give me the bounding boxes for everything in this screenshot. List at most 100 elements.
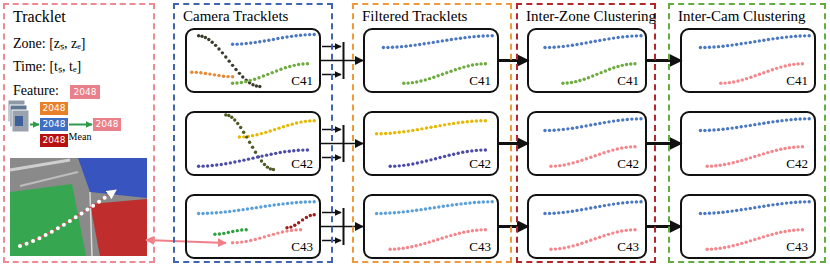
- tracklet-dot: [744, 124, 747, 127]
- tracklet-dot: [589, 239, 592, 242]
- label-text: Mean: [69, 131, 92, 143]
- tracklet-dot: [224, 210, 227, 213]
- tracklet-dot: [260, 154, 263, 157]
- tracklet-dot: [207, 38, 210, 41]
- stage-panel: Inter-Cam ClusteringC41C42C43: [668, 3, 826, 263]
- tracklet-dot: [256, 155, 259, 158]
- tracklet-dot: [251, 134, 254, 137]
- tracklet-dot: [263, 235, 266, 238]
- tracklet-dot: [766, 70, 769, 73]
- tracklet-dot: [580, 208, 583, 211]
- tracklet-dot: [237, 209, 240, 212]
- camera-box: C42: [185, 111, 321, 176]
- tracklet-dot: [204, 72, 207, 75]
- tracklet-dot: [762, 235, 765, 238]
- tracklet-dot: [277, 126, 280, 129]
- tracklet-dot: [228, 59, 231, 62]
- tracklet-dot: [423, 242, 426, 245]
- tracklet-dot: [762, 152, 765, 155]
- tracklet-dot: [290, 229, 293, 232]
- tracklet-dot: [580, 159, 583, 162]
- tracklet-dot: [788, 146, 791, 149]
- tracklet-dot: [630, 34, 633, 37]
- tracklet-dot: [309, 214, 312, 217]
- tracklet-dot: [235, 42, 238, 45]
- tracklet-dot: [566, 127, 569, 130]
- tracklet-dot: [428, 77, 431, 80]
- tracklet-dot: [219, 211, 222, 214]
- tracklet-dot: [471, 63, 474, 66]
- tracklet-dot: [571, 209, 574, 212]
- tracklet-dot: [740, 159, 743, 162]
- tracklet-dot: [580, 42, 583, 45]
- tracklet-dot: [393, 164, 396, 167]
- tracklet-dot: [468, 201, 471, 204]
- tracklet-dot: [299, 34, 302, 37]
- tracklet-dot: [612, 66, 615, 69]
- tracklet-dot: [292, 149, 295, 152]
- tracklet-dot: [393, 247, 396, 250]
- tracklet-dot: [767, 204, 770, 207]
- tracklet-dot: [246, 207, 249, 210]
- tracklet-dot: [730, 209, 733, 212]
- tracklet-dot: [313, 33, 316, 36]
- tracklet-path: [20, 190, 116, 246]
- tracklet-dot: [776, 120, 779, 123]
- tracklet-dot: [254, 41, 257, 44]
- tracklet-dot: [602, 151, 605, 154]
- tracklet-dot: [699, 212, 702, 215]
- tracklet-dot: [393, 211, 396, 214]
- tracklet-dot: [263, 163, 266, 166]
- tracklet-dot: [482, 200, 485, 203]
- tracklet-dot: [197, 165, 200, 168]
- camera-label: C43: [786, 240, 808, 255]
- tracklet-dot: [224, 113, 227, 116]
- tracklet-dot: [308, 119, 311, 122]
- tracklet-dot: [699, 46, 702, 49]
- tracklet-dot: [578, 79, 581, 82]
- tracklet-dot: [780, 119, 783, 122]
- tracklet-dot: [462, 231, 465, 234]
- tracklet-dot: [598, 122, 601, 125]
- tracklet-dot: [719, 82, 722, 85]
- tracklet-dot: [794, 201, 797, 204]
- tracklet-dot: [411, 129, 414, 132]
- flow-arrow: [321, 60, 363, 62]
- tracklet-dot: [257, 155, 260, 158]
- tracklet-dot: [639, 34, 642, 37]
- tracklet-dot: [406, 246, 409, 249]
- tracklet-dot: [771, 120, 774, 123]
- tracklet-dot: [626, 118, 629, 121]
- tracklet-dot: [771, 68, 774, 71]
- tracklet-dot: [717, 45, 720, 48]
- tracklet-dot: [250, 207, 253, 210]
- tracklet-dot: [406, 81, 409, 84]
- tracklet-dot: [420, 160, 423, 163]
- tracklet-dot: [625, 63, 628, 66]
- tracklet-dot: [449, 70, 452, 73]
- panel-title: Filtered Tracklets: [362, 8, 502, 25]
- tracklet-dot: [239, 126, 242, 129]
- tracklet-dot: [233, 118, 236, 121]
- tracklet-dot: [789, 35, 792, 38]
- tracklet-dot: [744, 157, 747, 160]
- tracklet-dot: [721, 44, 724, 47]
- camera-label: C42: [291, 157, 313, 172]
- tracklet-dot: [245, 228, 248, 231]
- tracklet-dot: [281, 36, 284, 39]
- tracklet-dot: [744, 207, 747, 210]
- tracklet-dot: [727, 245, 730, 248]
- tracklet-dot: [735, 43, 738, 46]
- tracklet-dot: [283, 150, 286, 153]
- tracklet-dot: [279, 151, 282, 154]
- tracklet-dot: [240, 42, 243, 45]
- tracklet-dot: [438, 156, 441, 159]
- tracklet-dot: [607, 233, 610, 236]
- tracklet-dot: [552, 129, 555, 132]
- tracklet-dot: [231, 75, 234, 78]
- tracklet-dot: [269, 167, 272, 170]
- tracklet-dot: [736, 243, 739, 246]
- tracklet-dot: [470, 120, 473, 123]
- tracklet-dot: [235, 81, 238, 84]
